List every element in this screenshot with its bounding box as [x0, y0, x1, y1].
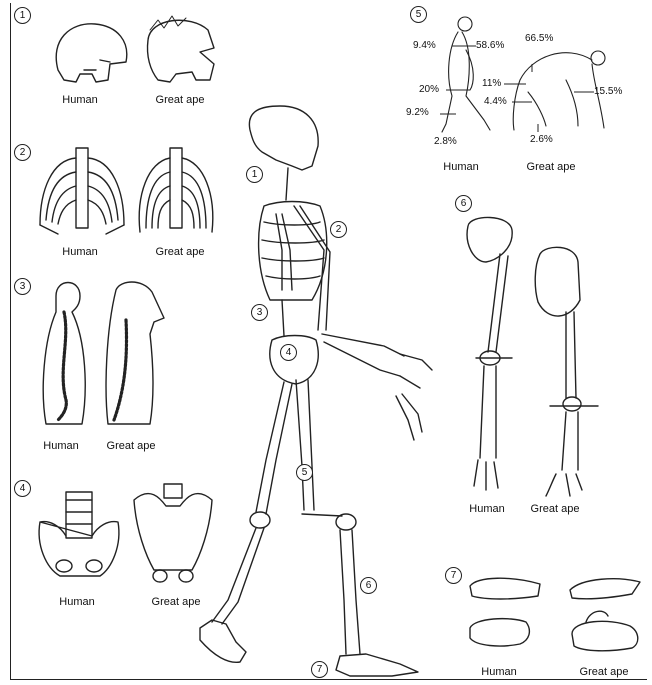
panel-3-number: 3 — [14, 278, 31, 295]
panel-7-ape-label: Great ape — [580, 666, 629, 678]
human-skull-drawing — [56, 24, 127, 82]
skeleton-marker-5: 5 — [296, 464, 313, 481]
panel-2-human-label: Human — [62, 246, 97, 258]
panel-4-number: 4 — [14, 480, 31, 497]
panel-7-human-label: Human — [481, 666, 516, 678]
panel-4-ape-label: Great ape — [152, 596, 201, 608]
human-arms-percent: 20% — [419, 84, 439, 95]
ape-spine-silhouette — [106, 282, 164, 424]
ape-foot-bones-drawing — [570, 579, 640, 599]
ape-leg-bones-drawing — [535, 247, 598, 496]
skeleton-marker-2: 2 — [330, 221, 347, 238]
human-pelvis-drawing — [39, 492, 119, 576]
panel-3-ape-label: Great ape — [107, 440, 156, 452]
panel-2-number: 2 — [14, 144, 31, 161]
panel-1-human-label: Human — [62, 94, 97, 106]
ape-foot-percent: 2.6% — [530, 134, 553, 145]
ape-body-silhouette — [513, 51, 605, 130]
human-thigh-percent: 9.2% — [406, 107, 429, 118]
human-spine-silhouette — [43, 283, 85, 425]
panel-2-ape-label: Great ape — [156, 246, 205, 258]
human-trunk-percent: 58.6% — [476, 40, 504, 51]
skeleton-marker-6: 6 — [360, 577, 377, 594]
panel-5-number: 5 — [410, 6, 427, 23]
panel-1-number: 1 — [14, 7, 31, 24]
skeleton-marker-3: 3 — [251, 304, 268, 321]
ape-arm-percent: 15.5% — [594, 86, 622, 97]
panel-5-ape-label: Great ape — [527, 161, 576, 173]
human-body-silhouette — [442, 17, 490, 132]
panel-6-ape-label: Great ape — [531, 503, 580, 515]
panel-3-human-label: Human — [43, 440, 78, 452]
ape-trunk-percent: 66.5% — [525, 33, 553, 44]
panel-6-number: 6 — [455, 195, 472, 212]
ape-skull-drawing — [147, 16, 214, 82]
ape-footprint-drawing — [572, 611, 638, 651]
human-leg-bones-drawing — [467, 217, 512, 490]
panel-7-number: 7 — [445, 567, 462, 584]
human-footprint-drawing — [470, 619, 529, 646]
human-foot-bones-drawing — [470, 578, 540, 599]
ape-leg-percent: 4.4% — [484, 96, 507, 107]
human-foot-percent: 2.8% — [434, 136, 457, 147]
skeleton-marker-4: 4 — [280, 344, 297, 361]
skeleton-marker-1: 1 — [246, 166, 263, 183]
panel-4-human-label: Human — [59, 596, 94, 608]
panel-1-ape-label: Great ape — [156, 94, 205, 106]
skeleton-marker-7: 7 — [311, 661, 328, 678]
panel-6-human-label: Human — [469, 503, 504, 515]
ape-ribcage-drawing — [139, 148, 213, 232]
human-head-percent: 9.4% — [413, 40, 436, 51]
panel-5-human-label: Human — [443, 161, 478, 173]
central-human-skeleton — [200, 106, 432, 676]
ape-pelvis-drawing — [134, 484, 212, 582]
human-ribcage-drawing — [40, 148, 124, 234]
ape-thigh-percent: 11% — [482, 78, 501, 89]
